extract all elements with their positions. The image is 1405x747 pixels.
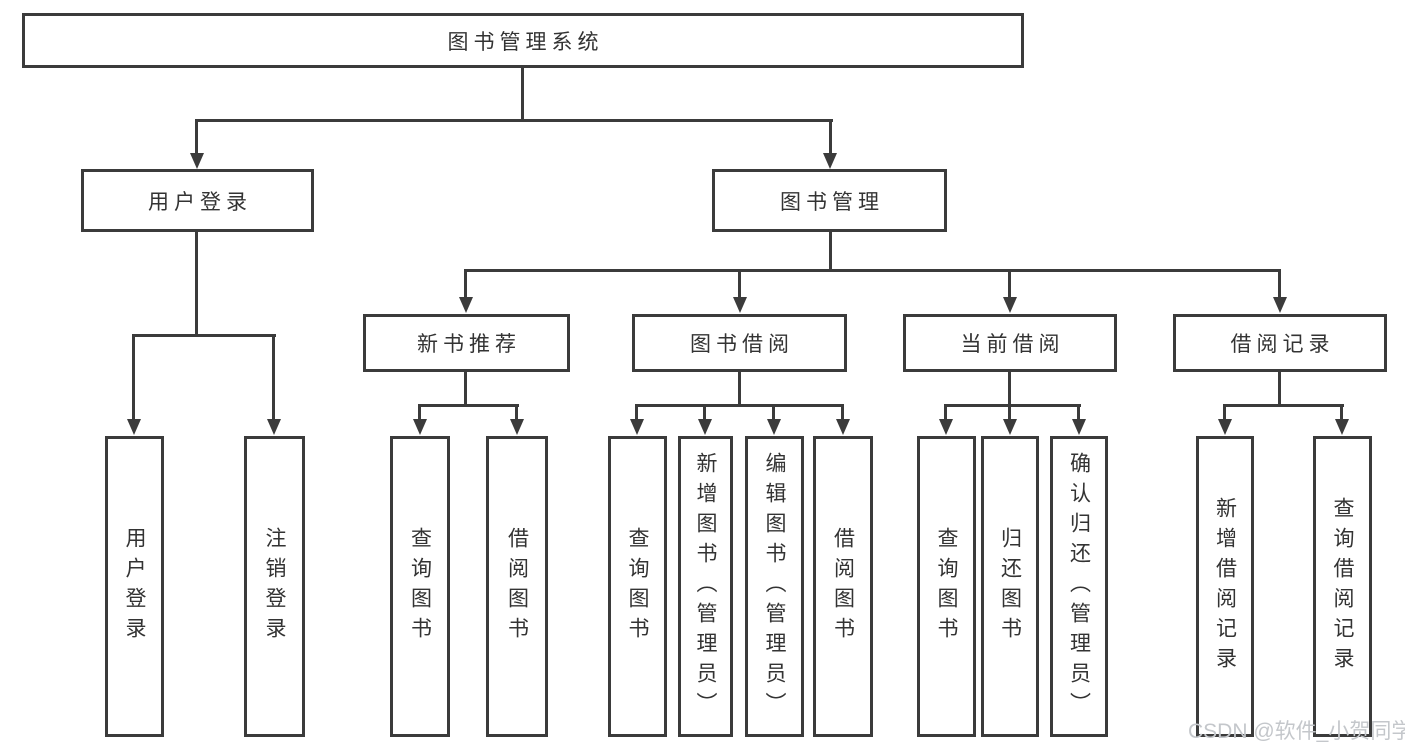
- leaf-add-borrow-record: 新增借阅记录: [1196, 436, 1254, 737]
- arrow-down-icon: [733, 297, 747, 313]
- leaf-borrow-book-recommend-label: 借阅图书: [505, 526, 529, 647]
- leaf-borrow-book-label: 借阅图书: [831, 526, 855, 647]
- connector-line: [944, 404, 947, 420]
- arrow-down-icon: [127, 419, 141, 435]
- connector-line: [703, 404, 706, 420]
- arrow-down-icon: [190, 153, 204, 169]
- leaf-add-book-admin: 新增图书（管理员）: [678, 436, 733, 737]
- leaf-return-book: 归还图书: [981, 436, 1039, 737]
- connector-line: [195, 232, 198, 335]
- arrow-down-icon: [698, 419, 712, 435]
- node-book-management-label: 图书管理: [780, 190, 884, 214]
- leaf-confirm-return-admin: 确认归还（管理员）: [1050, 436, 1108, 737]
- leaf-query-book-recommend: 查询图书: [390, 436, 450, 737]
- connector-line: [1008, 269, 1011, 298]
- connector-line: [1008, 372, 1011, 407]
- node-root: 图书管理系统: [22, 13, 1024, 68]
- connector-line: [464, 269, 1281, 272]
- connector-line: [515, 404, 518, 420]
- connector-line: [841, 404, 844, 420]
- connector-line: [1278, 269, 1281, 298]
- node-current-borrow: 当前借阅: [903, 314, 1117, 372]
- arrow-down-icon: [1072, 419, 1086, 435]
- connector-line: [1278, 372, 1281, 407]
- leaf-return-book-label: 归还图书: [998, 526, 1022, 647]
- connector-line: [1223, 404, 1344, 407]
- connector-line: [1340, 404, 1343, 420]
- connector-line: [132, 334, 135, 420]
- connector-line: [772, 404, 775, 420]
- leaf-query-borrow-record-label: 查询借阅记录: [1331, 496, 1354, 677]
- leaf-user-login-label: 用户登录: [123, 526, 146, 647]
- arrow-down-icon: [1218, 419, 1232, 435]
- connector-line: [464, 269, 467, 298]
- connector-line: [635, 404, 638, 420]
- connector-line: [418, 404, 421, 420]
- arrow-down-icon: [1003, 419, 1017, 435]
- connector-line: [195, 119, 198, 153]
- leaf-query-book-borrow: 查询图书: [608, 436, 667, 737]
- leaf-user-login: 用户登录: [105, 436, 164, 737]
- connector-line: [1008, 404, 1011, 420]
- connector-line: [829, 232, 832, 272]
- leaf-borrow-book: 借阅图书: [813, 436, 873, 737]
- connector-line: [418, 404, 519, 407]
- node-user-login: 用户登录: [81, 169, 314, 232]
- connector-line: [195, 119, 833, 122]
- leaf-edit-book-admin: 编辑图书（管理员）: [745, 436, 804, 737]
- arrow-down-icon: [767, 419, 781, 435]
- leaf-add-book-admin-label: 新增图书（管理员）: [694, 451, 717, 722]
- node-new-book-recommend: 新书推荐: [363, 314, 570, 372]
- leaf-confirm-return-admin-label: 确认归还（管理员）: [1067, 451, 1091, 722]
- connector-line: [635, 404, 844, 407]
- arrow-down-icon: [1003, 297, 1017, 313]
- connector-line: [464, 372, 467, 407]
- leaf-logout: 注销登录: [244, 436, 305, 737]
- arrow-down-icon: [459, 297, 473, 313]
- connector-line: [1077, 404, 1080, 420]
- arrow-down-icon: [1273, 297, 1287, 313]
- node-borrow-record: 借阅记录: [1173, 314, 1387, 372]
- connector-line: [1223, 404, 1226, 420]
- leaf-edit-book-admin-label: 编辑图书（管理员）: [763, 451, 786, 722]
- leaf-add-borrow-record-label: 新增借阅记录: [1213, 496, 1237, 677]
- arrow-down-icon: [1335, 419, 1349, 435]
- connector-line: [829, 119, 832, 153]
- leaf-query-book-borrow-label: 查询图书: [626, 526, 649, 647]
- leaf-query-book-current-label: 查询图书: [935, 526, 958, 647]
- connector-line: [272, 334, 275, 420]
- node-borrow-record-label: 借阅记录: [1230, 333, 1335, 356]
- node-current-borrow-label: 当前借阅: [960, 333, 1065, 356]
- leaf-query-book-recommend-label: 查询图书: [408, 526, 432, 647]
- node-book-borrow: 图书借阅: [632, 314, 847, 372]
- node-root-label: 图书管理系统: [447, 30, 604, 54]
- arrow-down-icon: [939, 419, 953, 435]
- arrow-down-icon: [630, 419, 644, 435]
- watermark: CSDN @软件_小贺同学: [1188, 720, 1405, 743]
- leaf-query-book-current: 查询图书: [917, 436, 976, 737]
- connector-line: [944, 404, 1081, 407]
- connector-line: [738, 269, 741, 298]
- arrow-down-icon: [510, 419, 524, 435]
- connector-line: [521, 68, 524, 120]
- node-user-login-label: 用户登录: [148, 190, 252, 214]
- arrow-down-icon: [836, 419, 850, 435]
- leaf-borrow-book-recommend: 借阅图书: [486, 436, 548, 737]
- connector-line: [738, 372, 741, 407]
- arrow-down-icon: [267, 419, 281, 435]
- node-book-borrow-label: 图书借阅: [690, 333, 794, 356]
- leaf-query-borrow-record: 查询借阅记录: [1313, 436, 1372, 737]
- leaf-logout-label: 注销登录: [263, 526, 286, 647]
- arrow-down-icon: [413, 419, 427, 435]
- node-new-book-recommend-label: 新书推荐: [417, 333, 521, 356]
- connector-line: [132, 334, 276, 337]
- arrow-down-icon: [823, 153, 837, 169]
- node-book-management: 图书管理: [712, 169, 947, 232]
